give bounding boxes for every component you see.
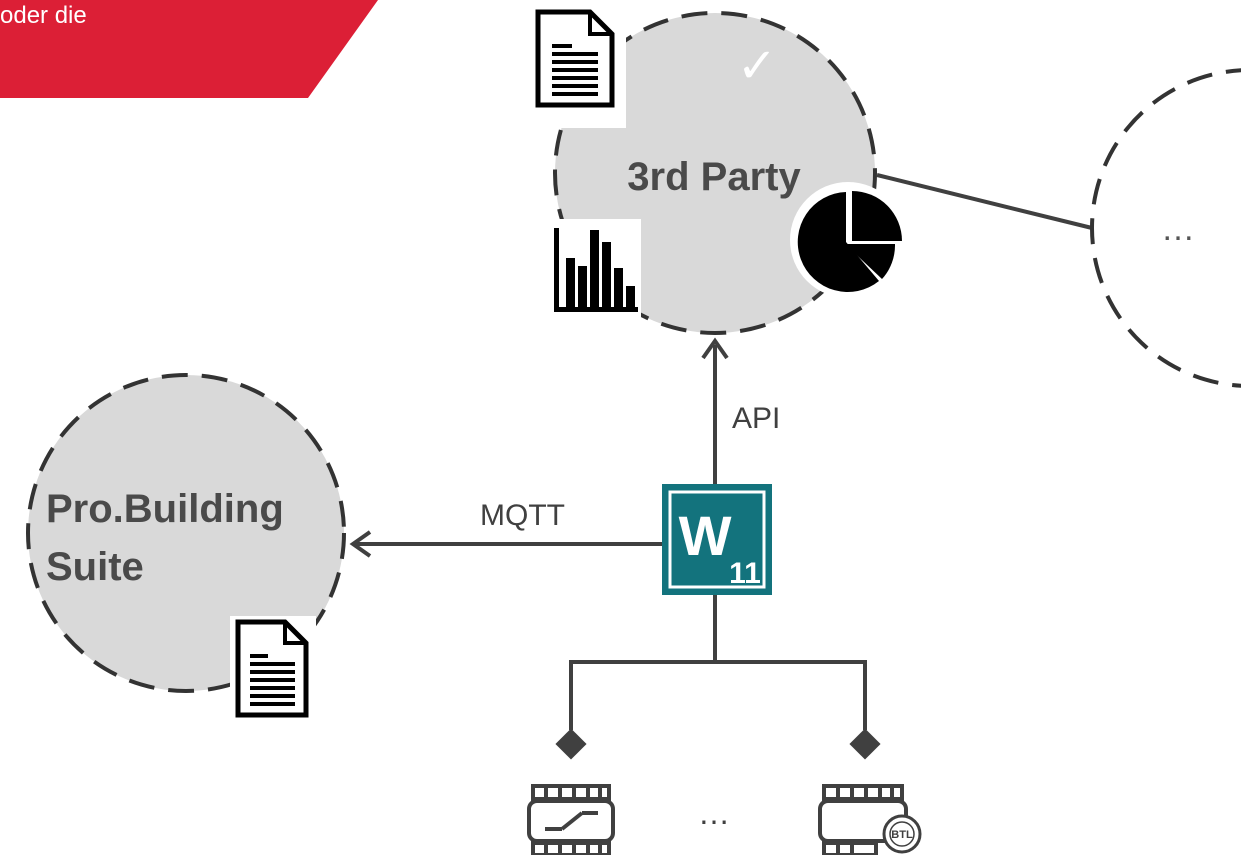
bus-line <box>569 660 867 730</box>
connector-diamond-right <box>849 728 881 760</box>
api-label: API <box>732 402 780 435</box>
connector-third-party-to-right <box>876 173 1093 230</box>
btl-badge: BTL <box>882 814 922 854</box>
w11-logo: W 11 <box>662 484 772 595</box>
api-arrow-head <box>701 337 729 360</box>
connector-diamond-left <box>555 728 587 760</box>
pro-building-circle <box>26 373 346 693</box>
pie-chart-icon <box>790 182 906 298</box>
btl-badge-text: BTL <box>891 829 913 841</box>
document-icon-small <box>230 616 316 722</box>
pro-building-label-line2: Suite <box>46 545 144 589</box>
w11-logo-number: 11 <box>729 557 761 590</box>
check-mark: ✓ <box>737 38 777 94</box>
third-party-label: 3rd Party <box>627 155 801 199</box>
mqtt-label: MQTT <box>480 499 565 532</box>
devices-ellipsis: … <box>698 795 730 831</box>
banner-text: oder die <box>0 2 87 29</box>
right-circle <box>1090 68 1241 388</box>
pro-building-label-line1: Pro.Building <box>46 487 284 531</box>
device-module-icon <box>527 784 615 855</box>
right-circle-ellipsis: … <box>1161 210 1195 248</box>
w11-logo-letter: W <box>679 504 732 567</box>
mqtt-arrow-head <box>349 530 372 558</box>
red-banner <box>0 0 378 98</box>
bar-chart-icon <box>543 219 641 319</box>
document-icon <box>527 0 626 128</box>
